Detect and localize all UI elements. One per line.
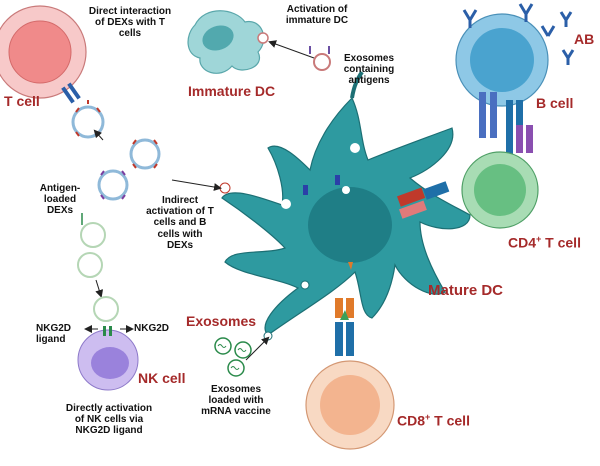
label-nkg2d-ligand: NKG2D ligand	[36, 323, 72, 346]
label-cd4-t-cell: CD4+ T cell	[508, 234, 581, 251]
mrna-exosomes	[214, 337, 252, 377]
label-nkg2d: NKG2D	[134, 323, 170, 334]
b-cell	[455, 13, 549, 107]
dc-cd8-synapse	[335, 298, 354, 356]
b-cell-antibodies	[462, 3, 556, 37]
label-direct-interaction: Direct interaction of DEXs with T cells	[88, 6, 172, 40]
label-t-cell: T cell	[4, 93, 40, 109]
label-activation-immature: Activation of immature DC	[285, 4, 349, 27]
nk-cell	[77, 326, 139, 391]
label-exosomes-mrna: Exosomes loaded with mRNA vaccine	[201, 384, 271, 418]
arrow-vesicle-down	[95, 279, 104, 298]
immature-dc-exosome	[257, 32, 269, 44]
label-exosomes: Exosomes	[186, 313, 257, 329]
cd8-t-cell	[305, 360, 395, 450]
antigen-vesicle-3	[93, 296, 119, 322]
free-antibodies	[559, 11, 575, 65]
immature-dc	[187, 10, 265, 74]
arrow-activation-immature	[268, 40, 315, 59]
dc-cd4-synapse	[397, 181, 450, 219]
dex-exosome-mid	[129, 138, 161, 170]
label-cd8-t-cell: CD8+ T cell	[397, 412, 470, 429]
label-directly-nk: Directly activation of NK cells via NKG2…	[65, 403, 153, 437]
dex-exosome-top	[71, 100, 105, 139]
label-nk-cell: NK cell	[138, 370, 186, 386]
antigen-vesicle-2	[77, 252, 103, 278]
label-b-cell: B cell	[536, 95, 574, 111]
t-cell	[0, 5, 87, 99]
mature-dc	[219, 70, 471, 341]
arrow-mrna-exosome	[245, 336, 270, 361]
label-mature-dc: Mature DC	[428, 282, 504, 299]
cd4-t-cell	[461, 151, 539, 229]
t-cell-receptor	[61, 82, 81, 104]
label-ab: AB	[574, 31, 595, 47]
label-exosomes-antigens: Exosomes containing antigens	[343, 53, 395, 87]
label-indirect-activation: Indirect activation of T cells and B cel…	[146, 195, 214, 251]
antigen-vesicle-1	[80, 222, 106, 248]
exosome-antigens	[309, 46, 331, 71]
dex-exosome-left	[97, 169, 129, 201]
label-antigen-loaded: Antigen-loaded DEXs	[39, 183, 81, 217]
label-immature-dc: Immature DC	[188, 83, 276, 99]
b-cd4-connectors	[479, 92, 533, 164]
arrow-dex-to-tcell	[93, 129, 104, 141]
arrow-indirect-activation	[171, 179, 222, 191]
